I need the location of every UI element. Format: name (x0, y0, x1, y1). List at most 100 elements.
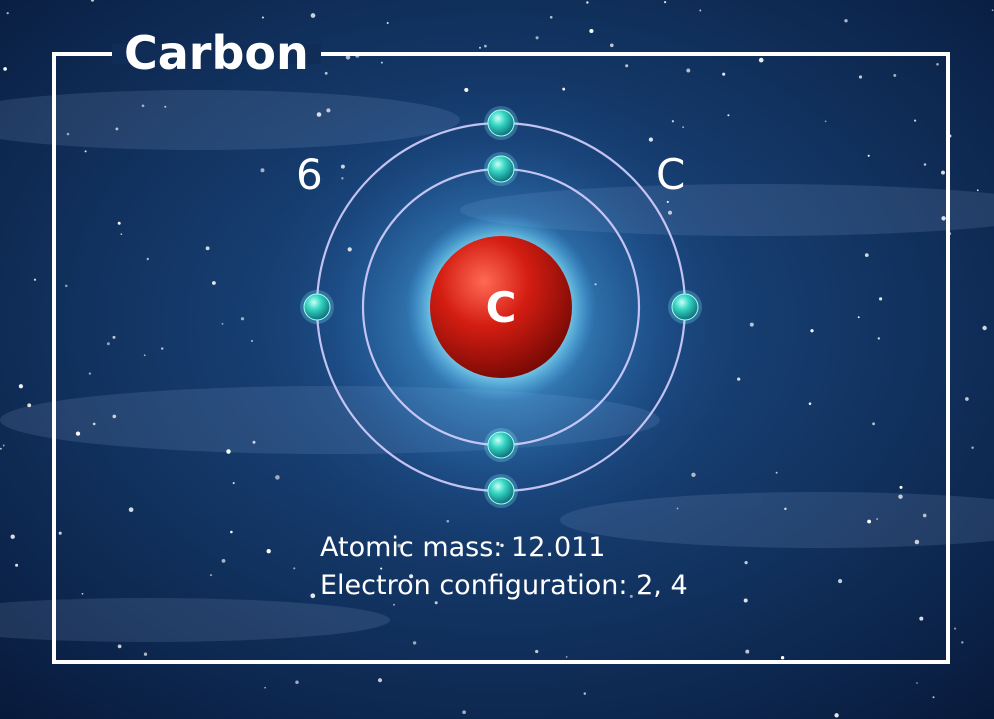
star (112, 335, 116, 339)
star (409, 574, 414, 579)
star (252, 440, 256, 444)
frame-title-gap (112, 44, 321, 64)
electron-shell-2 (671, 293, 699, 321)
star (340, 164, 345, 169)
star (479, 46, 481, 49)
star (965, 397, 969, 401)
star (922, 513, 927, 518)
star (676, 507, 679, 510)
star (648, 137, 653, 142)
element-title: Carbon (124, 26, 309, 80)
star (834, 713, 839, 718)
star (0, 447, 2, 450)
electron-configuration-line: Electron configuration: 2, 4 (320, 568, 688, 604)
star (164, 105, 167, 108)
star (310, 13, 316, 18)
star (976, 189, 979, 192)
star (758, 57, 764, 63)
star (982, 325, 987, 331)
star (872, 422, 876, 426)
electron-shell-2 (487, 109, 515, 137)
atomic-mass-value: 12.011 (511, 532, 606, 563)
star (6, 12, 9, 15)
star (380, 61, 383, 64)
star (565, 656, 568, 658)
star (876, 518, 878, 520)
star (2, 444, 5, 447)
star (916, 682, 918, 684)
star (586, 1, 589, 4)
star (808, 402, 812, 405)
star (161, 347, 164, 350)
star (143, 354, 146, 357)
star (838, 579, 843, 584)
star (386, 22, 389, 24)
star (115, 127, 119, 131)
star (722, 72, 726, 76)
star (727, 114, 730, 117)
star (864, 253, 869, 257)
star (141, 104, 145, 108)
nucleus-label: C (486, 283, 517, 332)
star (484, 44, 487, 48)
electron-configuration-label: Electron configuration: (320, 570, 628, 601)
electron-shell-1 (487, 155, 515, 183)
star (625, 64, 629, 68)
star (345, 55, 351, 60)
star (18, 384, 24, 389)
star (462, 710, 466, 715)
star (251, 339, 253, 342)
star (877, 337, 880, 340)
star (212, 281, 216, 285)
star (226, 449, 231, 454)
star (58, 531, 62, 535)
star (464, 87, 469, 92)
star (106, 342, 110, 346)
star (879, 297, 883, 301)
star (667, 210, 673, 215)
star (971, 446, 974, 449)
star (858, 75, 863, 79)
star (780, 656, 785, 660)
star (90, 0, 95, 2)
star (991, 9, 994, 12)
star (120, 233, 123, 235)
star (923, 163, 927, 166)
star (275, 475, 280, 480)
star (347, 247, 352, 252)
star (92, 422, 96, 426)
star (81, 592, 84, 595)
star (112, 414, 117, 419)
star (261, 16, 264, 19)
star (867, 519, 872, 524)
star (27, 403, 32, 408)
star (380, 567, 383, 570)
star (589, 28, 594, 34)
electron-shell-1 (487, 431, 515, 459)
star (699, 9, 702, 12)
star (691, 472, 696, 477)
atomic-mass-label: Atomic mass: (320, 532, 503, 563)
star (341, 177, 344, 180)
star (293, 567, 296, 570)
star (75, 431, 81, 436)
star (535, 36, 539, 40)
star (562, 87, 566, 91)
star (65, 284, 68, 288)
electron-shell-2 (487, 477, 515, 505)
star (936, 62, 939, 66)
star (682, 126, 685, 129)
star (146, 257, 149, 261)
star (316, 112, 322, 117)
star (824, 120, 827, 123)
nucleus (430, 236, 572, 378)
star (893, 73, 897, 77)
diagram-frame (52, 52, 950, 664)
star (434, 601, 438, 605)
star (914, 119, 917, 122)
star (594, 283, 597, 286)
star (535, 649, 539, 654)
star (412, 641, 417, 645)
star (446, 519, 450, 523)
electron-configuration-value: 2, 4 (636, 570, 688, 601)
